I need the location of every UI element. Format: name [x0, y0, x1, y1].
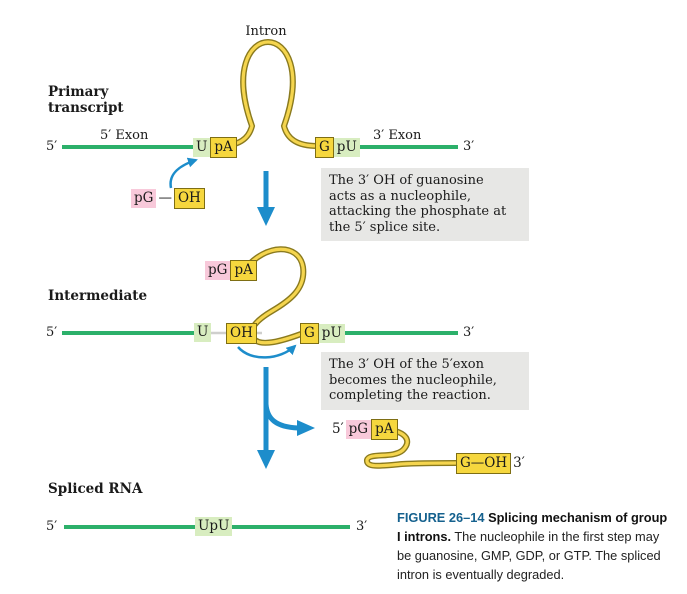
residue-u: U: [193, 138, 211, 157]
residue-g2: G: [300, 323, 319, 344]
three-prime-mark-1: 3′: [463, 139, 475, 154]
prod-pa: pA: [371, 419, 398, 440]
callout-step1-line: attacking the phosphate at: [329, 204, 507, 219]
figure-title: Splicing mechanism of group I introns.: [397, 510, 668, 544]
spliced-rna-label: Spliced RNA: [48, 481, 143, 497]
spliced-junction-upu: UpU: [195, 517, 233, 536]
intermediate-u-chip: U: [194, 323, 212, 342]
residue-upu: UpU: [195, 517, 233, 536]
intron-label: Intron: [245, 24, 287, 39]
guanosine-pg: pG: [131, 189, 157, 208]
callout-step1-line: the 5′ splice site.: [329, 219, 441, 235]
residue-u2: U: [194, 323, 212, 342]
callout-step1-line: The 3′ OH of guanosine: [329, 173, 484, 188]
five-prime-mark-3: 5′: [46, 519, 58, 534]
prod-five-prime: 5′: [332, 421, 344, 437]
residue-pg2: pG: [205, 261, 231, 280]
residue-pa2: pA: [230, 260, 257, 281]
figure-caption: FIGURE 26–14 Splicing mechanism of group…: [397, 508, 669, 584]
residue-g: G: [315, 137, 334, 158]
residue-oh2: OH: [226, 323, 257, 344]
five-prime-mark-1: 5′: [46, 139, 58, 154]
three-prime-mark-3: 3′: [356, 519, 368, 534]
prod-pg: pG: [345, 420, 372, 439]
step-arrow-branch-head: [297, 420, 315, 436]
five-prime-mark-2: 5′: [46, 325, 58, 340]
primary-transcript-label: Primary transcript: [48, 84, 124, 116]
figure-caption-body: The nucleophile in the first step may be…: [397, 529, 661, 582]
guanosine-oh: OH: [173, 188, 205, 209]
figure-number: FIGURE 26–14: [397, 510, 485, 525]
prod-three-prime: 3′: [513, 455, 525, 471]
residue-pa: pA: [210, 137, 237, 158]
callout-step2-line: becomes the nucleophile,: [329, 372, 497, 388]
step-arrow-2-head: [257, 450, 275, 469]
callout-step1: The 3′ OH of guanosine acts as a nucleop…: [321, 168, 529, 241]
primary-transcript-line1: Primary: [48, 84, 109, 100]
prod-g-oh: G—OH: [456, 453, 512, 474]
callout-step1-line: acts as a nucleophile,: [329, 188, 472, 204]
three-prime-exon-label: 3′ Exon: [373, 128, 422, 143]
five-prime-exon-label: 5′ Exon: [100, 128, 149, 143]
callout-step2-line: The 3′ OH of the 5′exon: [329, 357, 484, 372]
intron-loop: [218, 40, 318, 148]
attack-arrow-exon: [237, 344, 297, 359]
three-prime-mark-2: 3′: [463, 325, 475, 340]
residue-pu2: pU: [318, 324, 345, 343]
callout-step2-line: completing the reaction.: [329, 388, 491, 403]
step-arrow-branch: [263, 403, 299, 431]
step-arrow-1-head: [257, 207, 275, 226]
intron-loop-outline: [218, 39, 318, 149]
residue-pu: pU: [333, 138, 360, 157]
intermediate-oh-box: OH: [226, 323, 257, 344]
callout-step2: The 3′ OH of the 5′exon becomes the nucl…: [321, 352, 529, 410]
intermediate-label: Intermediate: [48, 288, 148, 304]
primary-transcript-line2: transcript: [48, 100, 124, 116]
guanosine-pg-oh: pG—OH: [131, 188, 205, 209]
attack-arrow-guanosine: [169, 157, 198, 189]
bond-dash: —: [158, 190, 172, 206]
